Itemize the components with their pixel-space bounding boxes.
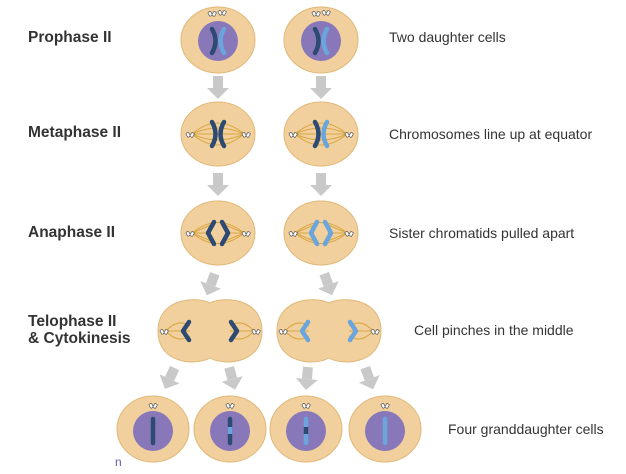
down-arrow-icon	[207, 76, 229, 99]
anaphase-cell-right	[283, 200, 359, 266]
chromatid	[299, 319, 311, 343]
down-arrow-icon	[310, 173, 332, 196]
stage-label-anaphase: Anaphase II	[28, 224, 115, 241]
down-arrow-icon	[294, 366, 319, 391]
down-arrow-icon	[310, 76, 332, 99]
spindle-fibers	[191, 222, 245, 244]
stage-description-anaphase: Sister chromatids pulled apart	[389, 225, 575, 241]
chromatid	[205, 219, 217, 247]
chromosome-x	[209, 26, 227, 56]
chromatid	[322, 219, 334, 247]
stage-label-metaphase: Metaphase II	[28, 124, 122, 141]
granddaughter-cell-1	[116, 395, 190, 463]
nucleus	[198, 21, 238, 61]
chromatid	[228, 319, 240, 343]
metaphase-cell-right	[283, 101, 359, 167]
chromosome-x	[312, 26, 330, 56]
chromatid	[219, 219, 231, 247]
telophase-cell-left	[157, 299, 263, 363]
granddaughter-cell-2	[193, 395, 267, 463]
stage-label-telophase: Telophase II	[28, 313, 117, 330]
chromatid	[308, 219, 320, 247]
down-arrow-icon	[313, 269, 343, 300]
anaphase-cell-left	[180, 200, 256, 266]
stage-description-metaphase: Chromosomes line up at equator	[389, 126, 593, 142]
nucleus	[301, 21, 341, 61]
stage-label-cytokinesis: & Cytokinesis	[28, 330, 131, 347]
chromatid	[347, 319, 359, 343]
down-arrow-icon	[354, 363, 384, 394]
granddaughter-cell-4	[348, 395, 422, 463]
stage-label-prophase: Prophase II	[28, 29, 112, 46]
stage-description-prophase: Two daughter cells	[389, 29, 506, 45]
chromosome-x	[312, 119, 330, 149]
spindle-fibers	[191, 122, 245, 146]
ploidy-label: n	[115, 455, 122, 469]
stage-description-result: Four granddaughter cells	[448, 421, 604, 437]
chromosome-x	[209, 119, 227, 149]
prophase-cell-left	[180, 6, 256, 74]
stage-description-telophase: Cell pinches in the middle	[414, 322, 574, 338]
chromatid	[180, 319, 192, 343]
telophase-cell-right	[276, 299, 382, 363]
spindle-fibers	[294, 122, 348, 146]
down-arrow-icon	[154, 363, 185, 394]
prophase-cell-right	[283, 6, 359, 74]
granddaughter-cell-3	[269, 395, 343, 463]
down-arrow-icon	[218, 364, 246, 393]
down-arrow-icon	[196, 269, 226, 300]
down-arrow-icon	[207, 173, 229, 196]
metaphase-cell-left	[180, 101, 256, 167]
